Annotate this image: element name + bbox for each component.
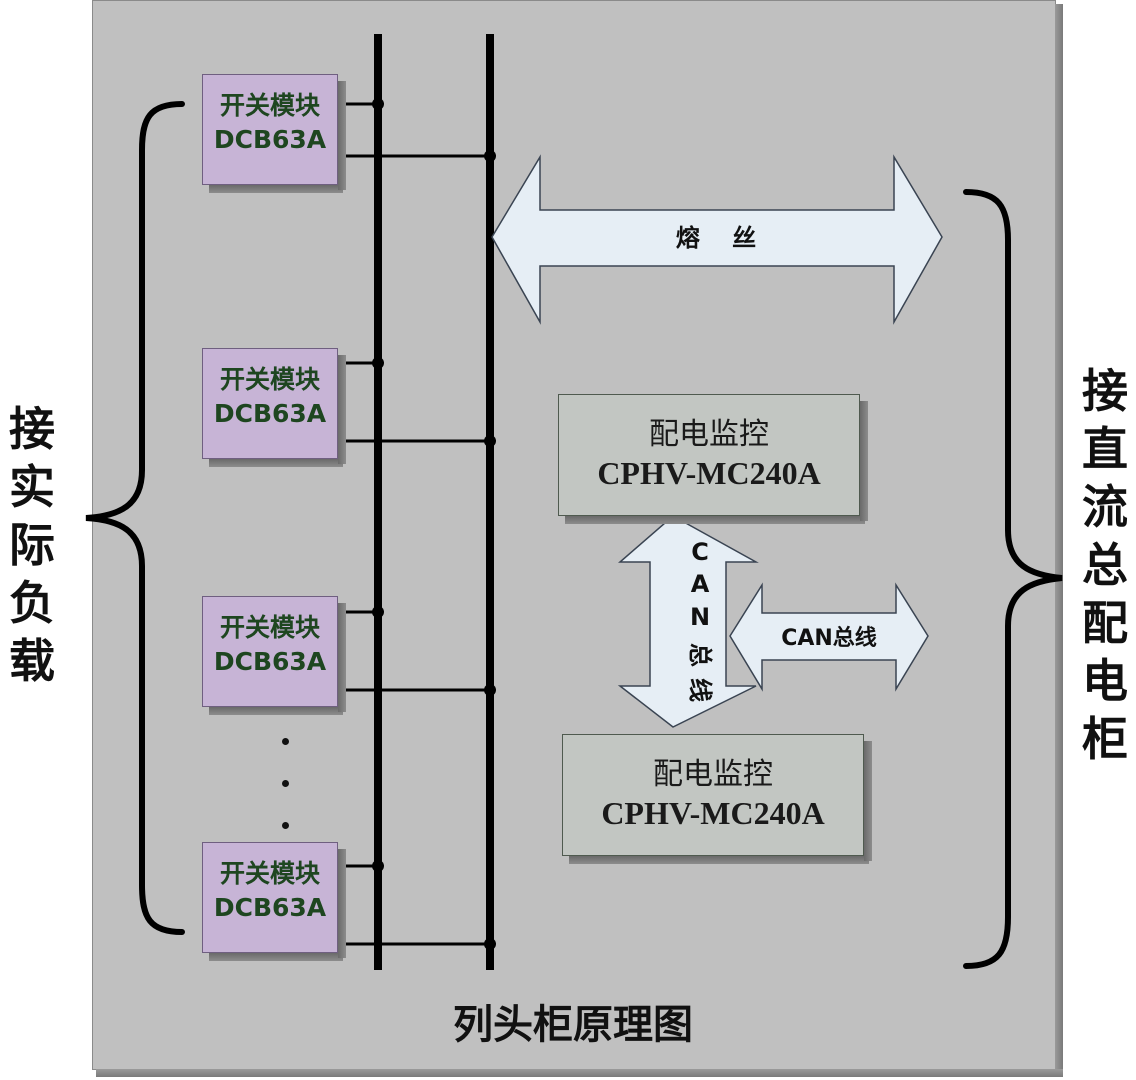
ellipsis-dot <box>282 780 289 787</box>
can-horizontal-arrow <box>729 582 929 692</box>
module-name: 开关模块 <box>219 91 320 120</box>
can-vertical-arrow <box>617 515 759 728</box>
panel-side-shadow <box>1055 4 1063 1070</box>
vertical-label-char: 直 <box>1082 422 1128 476</box>
can-vertical-char: N <box>690 603 710 631</box>
module-model: DCB63A <box>213 125 327 154</box>
switch-module-2: 开关模块 DCB63A <box>202 348 346 467</box>
can-vertical-label: CAN总线 <box>686 538 714 702</box>
right-cabinet-label: 接直流总配电柜 <box>1075 362 1135 768</box>
can-vertical-char: A <box>691 570 710 598</box>
switch-module-4: 开关模块 DCB63A <box>202 842 346 961</box>
module-wires <box>338 102 490 946</box>
ellipsis-dot <box>282 738 289 745</box>
switch-module-1: 开关模块 DCB63A <box>202 74 346 193</box>
fuse-arrow <box>491 154 943 325</box>
can-vertical-char: C <box>691 538 709 566</box>
left-brace <box>85 101 185 935</box>
module-model: DCB63A <box>213 893 327 922</box>
vertical-label-char: 柜 <box>1082 712 1128 766</box>
monitor-model: CPHV-MC240A <box>601 795 825 831</box>
ellipsis-dot <box>282 822 289 829</box>
module-name: 开关模块 <box>219 613 320 642</box>
module-name: 开关模块 <box>219 859 320 888</box>
fuse-label: 熔 丝 <box>676 224 756 252</box>
can-vertical-char: 线 <box>686 678 714 702</box>
can-horizontal-label: CAN总线 <box>781 625 877 651</box>
monitor-model: CPHV-MC240A <box>597 455 821 491</box>
right-brace <box>963 189 1063 969</box>
monitor-name: 配电监控 <box>653 757 773 792</box>
module-model: DCB63A <box>213 399 327 428</box>
left-load-label: 接实际负载 <box>2 400 62 690</box>
vertical-label-char: 流 <box>1082 480 1128 534</box>
vertical-label-char: 电 <box>1082 654 1128 708</box>
power-monitor-1: 配电监控 CPHV-MC240A <box>558 394 868 524</box>
vertical-label-char: 负 <box>9 576 55 630</box>
vertical-label-char: 载 <box>9 634 55 688</box>
diagram-title: 列头柜原理图 <box>453 1002 693 1048</box>
can-vertical-char: 总 <box>686 643 714 667</box>
junction-dots <box>372 98 496 950</box>
module-model: DCB63A <box>213 647 327 676</box>
vertical-label-char: 际 <box>9 518 55 572</box>
power-monitor-2: 配电监控 CPHV-MC240A <box>562 734 872 864</box>
vertical-label-char: 接 <box>9 402 55 456</box>
vertical-label-char: 实 <box>9 460 55 514</box>
panel-bottom-shadow <box>96 1069 1063 1077</box>
vertical-label-char: 总 <box>1082 538 1128 592</box>
vertical-label-char: 接 <box>1082 364 1128 418</box>
switch-module-3: 开关模块 DCB63A <box>202 596 346 715</box>
module-name: 开关模块 <box>219 365 320 394</box>
monitor-name: 配电监控 <box>649 417 769 452</box>
vertical-label-char: 配 <box>1082 596 1128 650</box>
